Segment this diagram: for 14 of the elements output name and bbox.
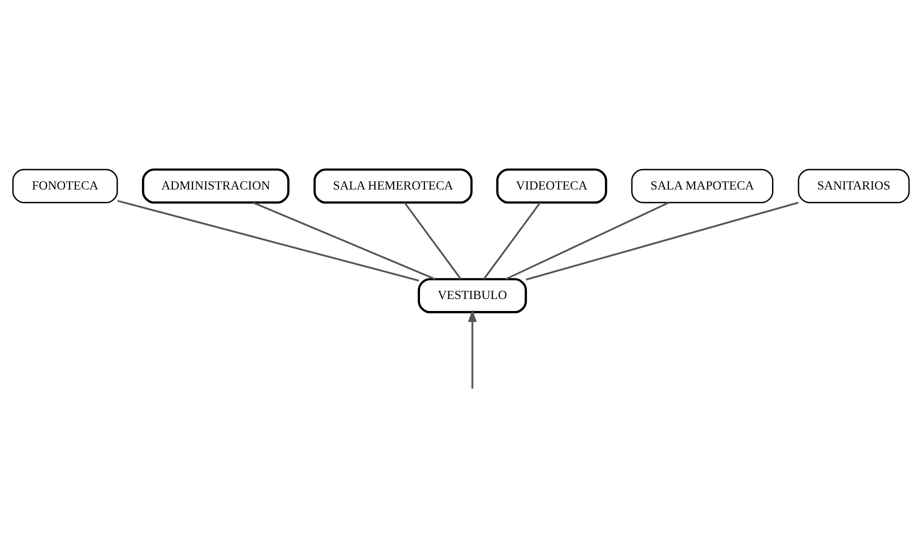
connector (117, 200, 420, 282)
connector (404, 202, 462, 280)
node-box: FONOTECA (12, 168, 118, 204)
connector (252, 202, 436, 280)
node-box: SALA MAPOTECA (631, 168, 774, 204)
connector (526, 202, 799, 280)
node-box: SALA HEMEROTECA (314, 168, 473, 204)
connector (505, 202, 670, 280)
connector (483, 202, 541, 280)
node-box: VIDEOTECA (496, 168, 608, 204)
node-box: SANITARIOS (798, 168, 910, 204)
arrow (468, 310, 477, 389)
node-box: VESTIBULO (418, 278, 527, 314)
node-box: ADMINISTRACION (142, 168, 290, 204)
